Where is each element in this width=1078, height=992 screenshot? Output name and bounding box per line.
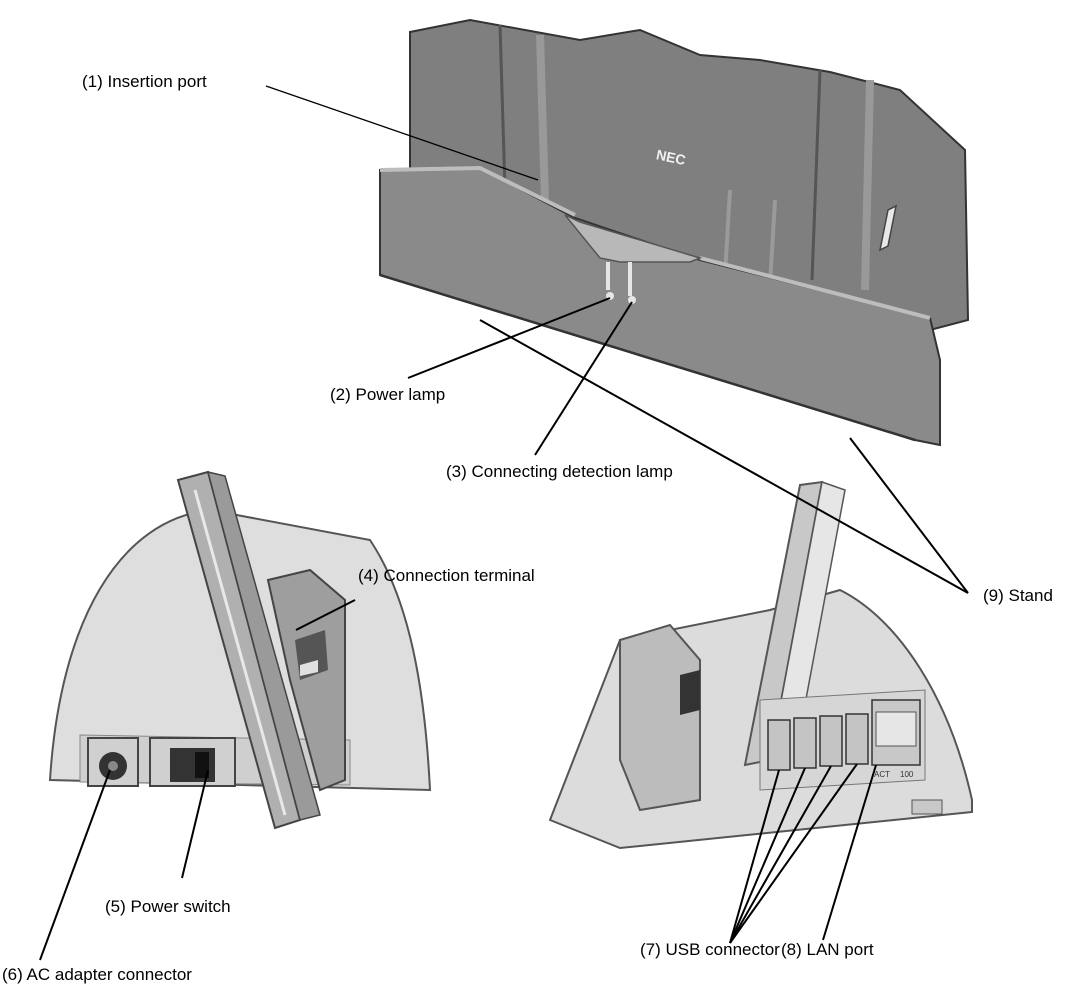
label-power-lamp: (2) Power lamp — [330, 385, 446, 404]
leader-ac-adapter-connector — [39, 769, 111, 961]
label-lan-port: (8) LAN port — [781, 940, 874, 959]
leader-lan-port — [822, 764, 877, 941]
leader-usb-3 — [729, 765, 832, 944]
label-connecting-detection-lamp: (3) Connecting detection lamp — [446, 462, 673, 481]
leader-stand-1 — [479, 319, 969, 594]
label-stand: (9) Stand — [983, 586, 1053, 605]
label-insertion-port: (1) Insertion port — [82, 72, 207, 91]
lan-speed-marking: 100 — [900, 770, 914, 779]
cradle-side-illustration — [48, 470, 432, 830]
leader-insertion-port — [265, 85, 539, 181]
label-connection-terminal: (4) Connection terminal — [358, 566, 535, 585]
leader-power-switch — [181, 769, 209, 879]
leader-stand-2 — [849, 437, 969, 594]
cradle-front-illustration: NEC — [379, 18, 970, 447]
leader-usb-4 — [729, 763, 858, 944]
nec-logo: NEC — [655, 146, 687, 168]
label-ac-adapter-connector: (6) AC adapter connector — [2, 965, 192, 984]
leader-power-lamp — [407, 297, 611, 379]
leader-usb-1 — [729, 769, 780, 944]
leader-connection-terminal — [295, 599, 356, 631]
leader-usb-2 — [729, 767, 806, 944]
lan-act-marking: ACT — [874, 770, 890, 779]
leader-lines — [39, 85, 969, 961]
cradle-rear-illustration: ACT 100 — [548, 480, 973, 850]
label-power-switch: (5) Power switch — [105, 897, 231, 916]
label-usb-connector: (7) USB connector — [640, 940, 780, 959]
